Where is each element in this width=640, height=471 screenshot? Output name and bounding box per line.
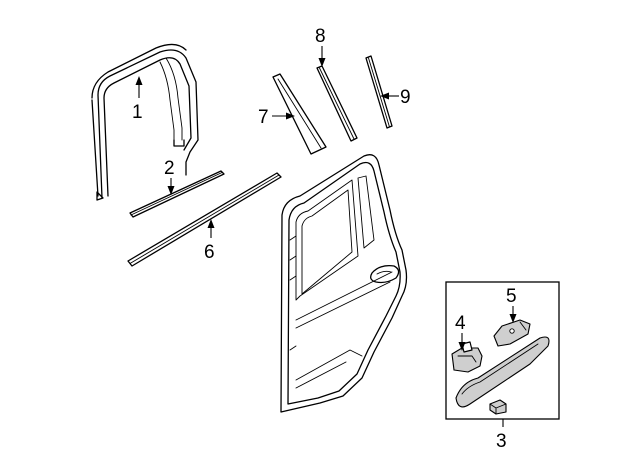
svg-text:6: 6 xyxy=(204,242,215,263)
svg-text:4: 4 xyxy=(455,313,466,334)
svg-text:5: 5 xyxy=(506,286,517,307)
svg-text:9: 9 xyxy=(400,87,411,108)
window-channel-strip xyxy=(365,55,393,129)
callout-6: 6 xyxy=(204,219,215,263)
callout-1: 1 xyxy=(132,76,143,123)
callout-7: 7 xyxy=(258,107,295,128)
door-frame-weatherstrip xyxy=(91,43,199,201)
callout-2: 2 xyxy=(164,158,175,195)
rear-door xyxy=(280,154,408,413)
svg-text:3: 3 xyxy=(496,431,507,452)
lower-trim-molding xyxy=(455,336,550,408)
window-molding xyxy=(316,65,358,142)
callout-5: 5 xyxy=(506,286,517,323)
retainer-clip xyxy=(451,341,483,373)
callout-4: 4 xyxy=(455,313,466,351)
callout-3: 3 xyxy=(496,419,507,452)
belt-molding-outer xyxy=(127,172,282,267)
applique-panel xyxy=(272,73,327,155)
belt-molding-inner xyxy=(129,170,225,218)
small-clip xyxy=(489,399,507,415)
svg-text:7: 7 xyxy=(258,107,269,128)
callout-8: 8 xyxy=(315,26,326,67)
svg-text:8: 8 xyxy=(315,26,326,47)
svg-text:2: 2 xyxy=(164,158,175,179)
svg-text:1: 1 xyxy=(132,102,143,123)
callout-9: 9 xyxy=(380,87,411,108)
mounting-bracket xyxy=(493,319,531,347)
